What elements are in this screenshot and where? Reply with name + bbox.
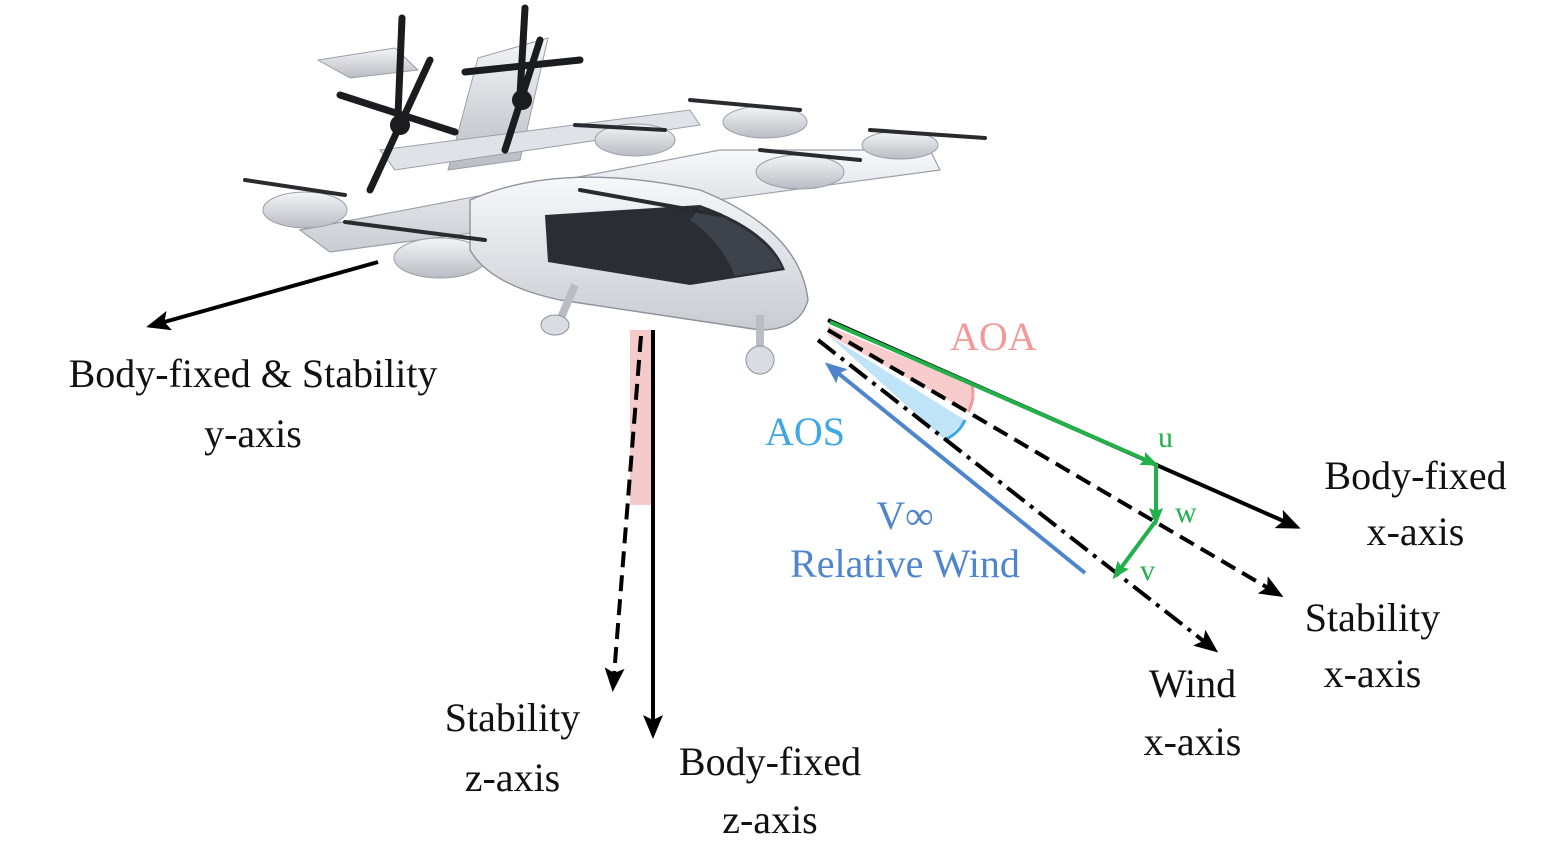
relative-wind-arrow bbox=[824, 362, 1087, 575]
stability-x-axis-label: Stability x-axis bbox=[1285, 594, 1460, 698]
aoa-label: AOA bbox=[950, 314, 1037, 359]
body-fixed-x-axis-label-line1: Body-fixed bbox=[1324, 453, 1507, 498]
relative-wind-text: Relative Wind bbox=[790, 541, 1020, 586]
wind-x-axis-label: Wind x-axis bbox=[1115, 660, 1270, 766]
v-component-label: v bbox=[1140, 554, 1155, 587]
wind-x-axis-label-line2: x-axis bbox=[1143, 719, 1242, 764]
stability-z-axis-arrow bbox=[604, 335, 643, 692]
evtol-aircraft-illustration bbox=[243, 4, 987, 375]
aos-label: AOS bbox=[765, 409, 846, 454]
y-axis-label: Body-fixed & Stability y-axis bbox=[28, 350, 478, 458]
body-fixed-z-axis-label-line1: Body-fixed bbox=[678, 739, 862, 784]
body-fixed-x-axis-label-line2: x-axis bbox=[1366, 509, 1465, 554]
w-component-label: w bbox=[1175, 496, 1197, 529]
stability-z-axis-label-line2: z-axis bbox=[464, 755, 561, 800]
stability-z-axis-label-line1: Stability bbox=[444, 695, 581, 740]
body-fixed-z-axis-label-line2: z-axis bbox=[722, 797, 818, 842]
wind-x-axis-arrow bbox=[816, 338, 1219, 653]
u-component-arrow bbox=[829, 320, 1159, 466]
stability-z-axis-label: Stability z-axis bbox=[425, 694, 600, 802]
y-axis-arrow bbox=[146, 260, 379, 331]
aoa-arc bbox=[966, 384, 975, 413]
v-infinity-label: V∞ bbox=[876, 493, 934, 538]
y-axis-label-line1: Body-fixed & Stability bbox=[68, 351, 438, 396]
aoa-angle-wedge bbox=[828, 326, 972, 412]
z-axis-angle-wedge bbox=[630, 330, 652, 505]
body-fixed-z-axis-label: Body-fixed z-axis bbox=[650, 738, 890, 844]
v-component-arrow bbox=[1112, 520, 1157, 580]
wind-x-axis-label-line1: Wind bbox=[1148, 661, 1237, 706]
y-axis-label-line2: y-axis bbox=[204, 411, 302, 456]
stability-x-axis-arrow bbox=[826, 328, 1284, 598]
stability-x-axis-label-line1: Stability bbox=[1304, 595, 1441, 640]
stability-x-axis-label-line2: x-axis bbox=[1323, 651, 1422, 696]
u-component-label: u bbox=[1158, 421, 1173, 454]
relative-wind-label: V∞ Relative Wind bbox=[760, 492, 1050, 588]
body-fixed-x-axis-label: Body-fixed x-axis bbox=[1298, 452, 1533, 556]
aos-angle-wedge bbox=[828, 335, 965, 440]
